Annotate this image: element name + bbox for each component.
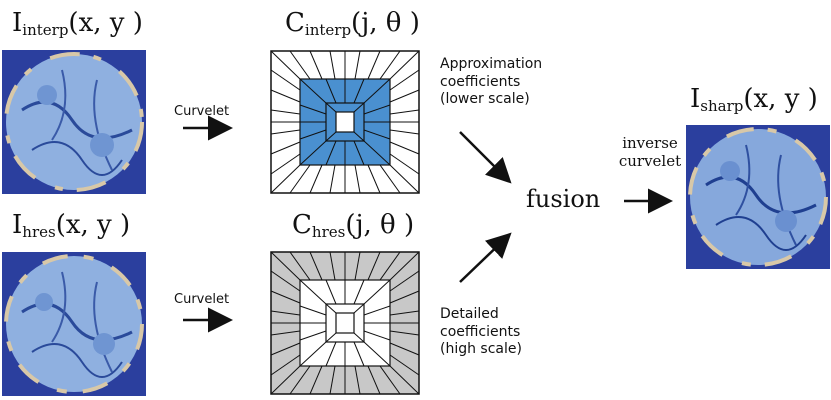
detail-line3: (high scale) [440, 341, 522, 357]
i-interp-label: Iinterp(x, y ) [12, 10, 143, 38]
i-sharp-sub: sharp [700, 97, 744, 115]
c-interp-tiling-graphic [270, 50, 420, 194]
i-hres-main: I [12, 210, 23, 240]
fusion-label: fusion [526, 185, 601, 213]
curvelet-bottom-label: Curvelet [174, 292, 230, 307]
inverse-line2: curvelet [618, 152, 682, 170]
i-sharp-args: (x, y ) [743, 84, 818, 114]
inverse-curvelet-label: inverse curvelet [612, 134, 688, 170]
sharp-image [686, 125, 830, 269]
hres-image [2, 252, 146, 396]
interp-image-graphic [4, 52, 144, 192]
c-hres-tiling-graphic [270, 251, 420, 395]
approximation-note: Approximation coefficients (lower scale) [440, 56, 542, 109]
approx-line3: (lower scale) [440, 91, 530, 107]
c-hres-args: (j, θ ) [345, 210, 415, 240]
c-interp-args: (j, θ ) [351, 8, 420, 38]
detail-line2: coefficients [440, 323, 521, 340]
c-interp-main: C [285, 8, 305, 38]
i-interp-args: (x, y ) [68, 8, 143, 38]
c-interp-label: Cinterp(j, θ ) [285, 10, 420, 38]
approx-line1: Approximation [440, 56, 543, 72]
i-hres-label: Ihres(x, y ) [12, 212, 130, 240]
c-hres-main: C [292, 210, 312, 240]
c-hres-tiling [270, 251, 420, 395]
c-interp-sub: interp [304, 21, 352, 39]
i-interp-main: I [12, 8, 23, 38]
inverse-line1: inverse [622, 134, 678, 152]
i-sharp-label: Isharp(x, y ) [690, 86, 818, 114]
i-sharp-main: I [690, 84, 701, 114]
curvelet-top-label: Curvelet [174, 104, 230, 119]
detailed-note: Detailed coefficients (high scale) [440, 306, 522, 359]
detail-to-fusion-arrow [459, 232, 512, 283]
approx-line2: coefficients [440, 73, 521, 90]
approx-to-fusion-arrow [459, 131, 512, 184]
i-interp-sub: interp [22, 21, 69, 39]
sharp-image-graphic [688, 127, 828, 267]
i-hres-sub: hres [22, 223, 56, 241]
c-hres-label: Chres(j, θ ) [292, 212, 414, 240]
c-interp-tiling [270, 50, 420, 194]
i-hres-args: (x, y ) [55, 210, 131, 240]
detail-line1: Detailed [440, 306, 499, 322]
hres-image-graphic [4, 254, 144, 394]
c-hres-sub: hres [311, 223, 346, 241]
interp-image [2, 50, 146, 194]
